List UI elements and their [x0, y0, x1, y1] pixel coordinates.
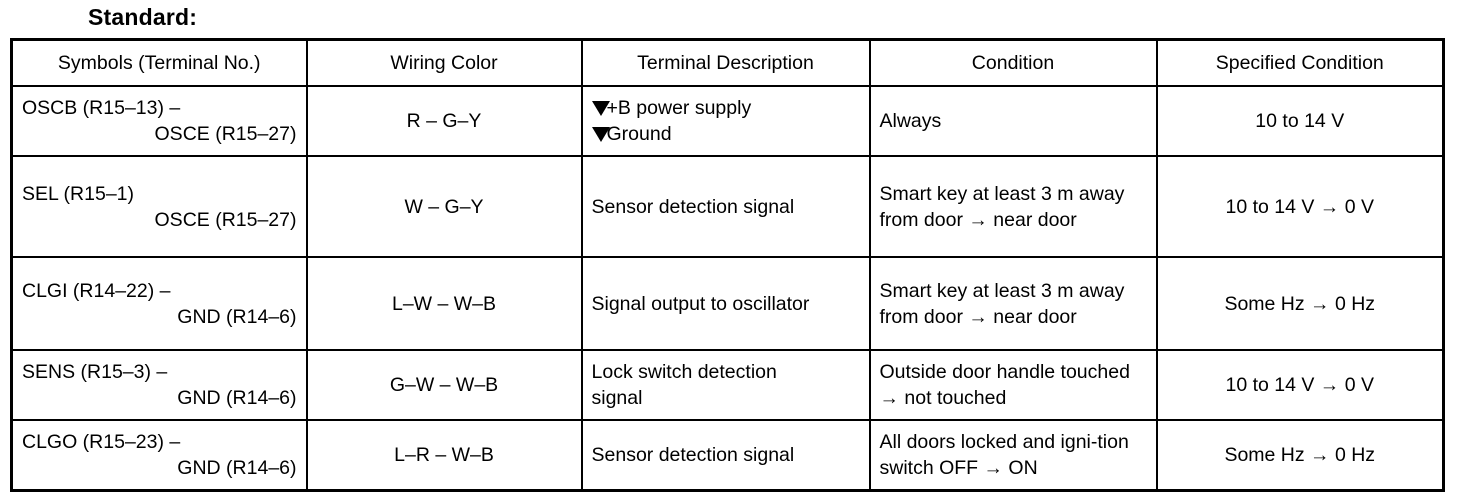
- cell-specified-condition: 10 to 14 V: [1155, 85, 1445, 157]
- cell-terminal-description: +B power supply Ground: [580, 85, 871, 157]
- cell-symbols: CLGI (R14–22) – GND (R14–6): [10, 256, 308, 351]
- cell-specified-condition: 10 to 14 V → 0 V: [1155, 155, 1445, 258]
- symbol-line-secondary: OSCE (R15–27): [154, 123, 297, 145]
- triangle-marker-icon: [591, 127, 610, 142]
- symbol-line-primary: CLGO (R15–23) –: [22, 430, 181, 453]
- cell-specified-condition: Some Hz → 0 Hz: [1155, 419, 1445, 491]
- cell-symbols: OSCB (R15–13) – OSCE (R15–27): [10, 85, 308, 157]
- table-row: OSCB (R15–13) – OSCE (R15–27) R – G–Y +B…: [10, 85, 1445, 157]
- cell-condition: Always: [868, 85, 1158, 157]
- column-header-wiring-color: Wiring Color: [305, 38, 583, 87]
- table-header-row: Symbols (Terminal No.) Wiring Color Term…: [10, 38, 1445, 87]
- table-header: Symbols (Terminal No.) Wiring Color Term…: [10, 38, 1445, 87]
- cell-wiring-color: R – G–Y: [305, 85, 583, 157]
- symbol-line-primary: OSCB (R15–13) –: [22, 97, 181, 119]
- cell-condition: All doors locked and igni-tion switch OF…: [868, 419, 1158, 491]
- cell-terminal-description: Sensor detection signal: [580, 155, 871, 258]
- table-row: CLGO (R15–23) – GND (R14–6) L–R – W–B Se…: [10, 419, 1445, 491]
- table-row: SEL (R15–1) OSCE (R15–27) W – G–Y Sensor…: [10, 155, 1445, 258]
- terminal-description-line: Ground: [591, 121, 860, 147]
- symbol-line-primary: SENS (R15–3) –: [22, 361, 168, 383]
- standard-spec-table: Symbols (Terminal No.) Wiring Color Term…: [10, 38, 1445, 492]
- cell-condition: Smart key at least 3 m away from door → …: [868, 155, 1158, 258]
- cell-specified-condition: 10 to 14 V → 0 V: [1155, 349, 1445, 421]
- symbol-line-secondary: GND (R14–6): [177, 305, 297, 328]
- triangle-marker-icon: [591, 101, 610, 116]
- column-header-symbols: Symbols (Terminal No.): [10, 38, 308, 87]
- terminal-description-text: Ground: [606, 123, 672, 145]
- symbol-line-secondary: OSCE (R15–27): [154, 208, 297, 231]
- cell-symbols: SEL (R15–1) OSCE (R15–27): [10, 155, 308, 258]
- cell-wiring-color: G–W – W–B: [305, 349, 583, 421]
- terminal-description-line: Lock switch detection: [591, 361, 777, 383]
- table-row: SENS (R15–3) – GND (R14–6) G–W – W–B Loc…: [10, 349, 1445, 421]
- table-body: OSCB (R15–13) – OSCE (R15–27) R – G–Y +B…: [10, 85, 1445, 491]
- column-header-specified-condition: Specified Condition: [1155, 38, 1445, 87]
- terminal-description-line: signal: [591, 387, 643, 409]
- cell-terminal-description: Signal output to oscillator: [580, 256, 871, 351]
- cell-wiring-color: L–W – W–B: [305, 256, 583, 351]
- cell-wiring-color: L–R – W–B: [305, 419, 583, 491]
- cell-symbols: CLGO (R15–23) – GND (R14–6): [10, 419, 308, 491]
- cell-terminal-description: Sensor detection signal: [580, 419, 871, 491]
- symbol-line-primary: CLGI (R14–22) –: [22, 279, 171, 302]
- cell-condition: Smart key at least 3 m away from door → …: [868, 256, 1158, 351]
- table-row: CLGI (R14–22) – GND (R14–6) L–W – W–B Si…: [10, 256, 1445, 351]
- page-title: Standard:: [88, 4, 198, 30]
- cell-terminal-description: Lock switch detection signal: [580, 349, 871, 421]
- cell-specified-condition: Some Hz → 0 Hz: [1155, 256, 1445, 351]
- symbol-line-secondary: GND (R14–6): [177, 387, 297, 409]
- terminal-description-line: +B power supply: [591, 95, 860, 121]
- terminal-description-text: +B power supply: [606, 97, 752, 119]
- column-header-terminal-description: Terminal Description: [580, 38, 871, 87]
- symbol-line-primary: SEL (R15–1): [22, 182, 135, 205]
- cell-condition: Outside door handle touched → not touche…: [868, 349, 1158, 421]
- column-header-condition: Condition: [868, 38, 1158, 87]
- cell-symbols: SENS (R15–3) – GND (R14–6): [10, 349, 308, 421]
- standard-table-container: Symbols (Terminal No.) Wiring Color Term…: [10, 38, 1445, 492]
- cell-wiring-color: W – G–Y: [305, 155, 583, 258]
- symbol-line-secondary: GND (R14–6): [177, 456, 297, 479]
